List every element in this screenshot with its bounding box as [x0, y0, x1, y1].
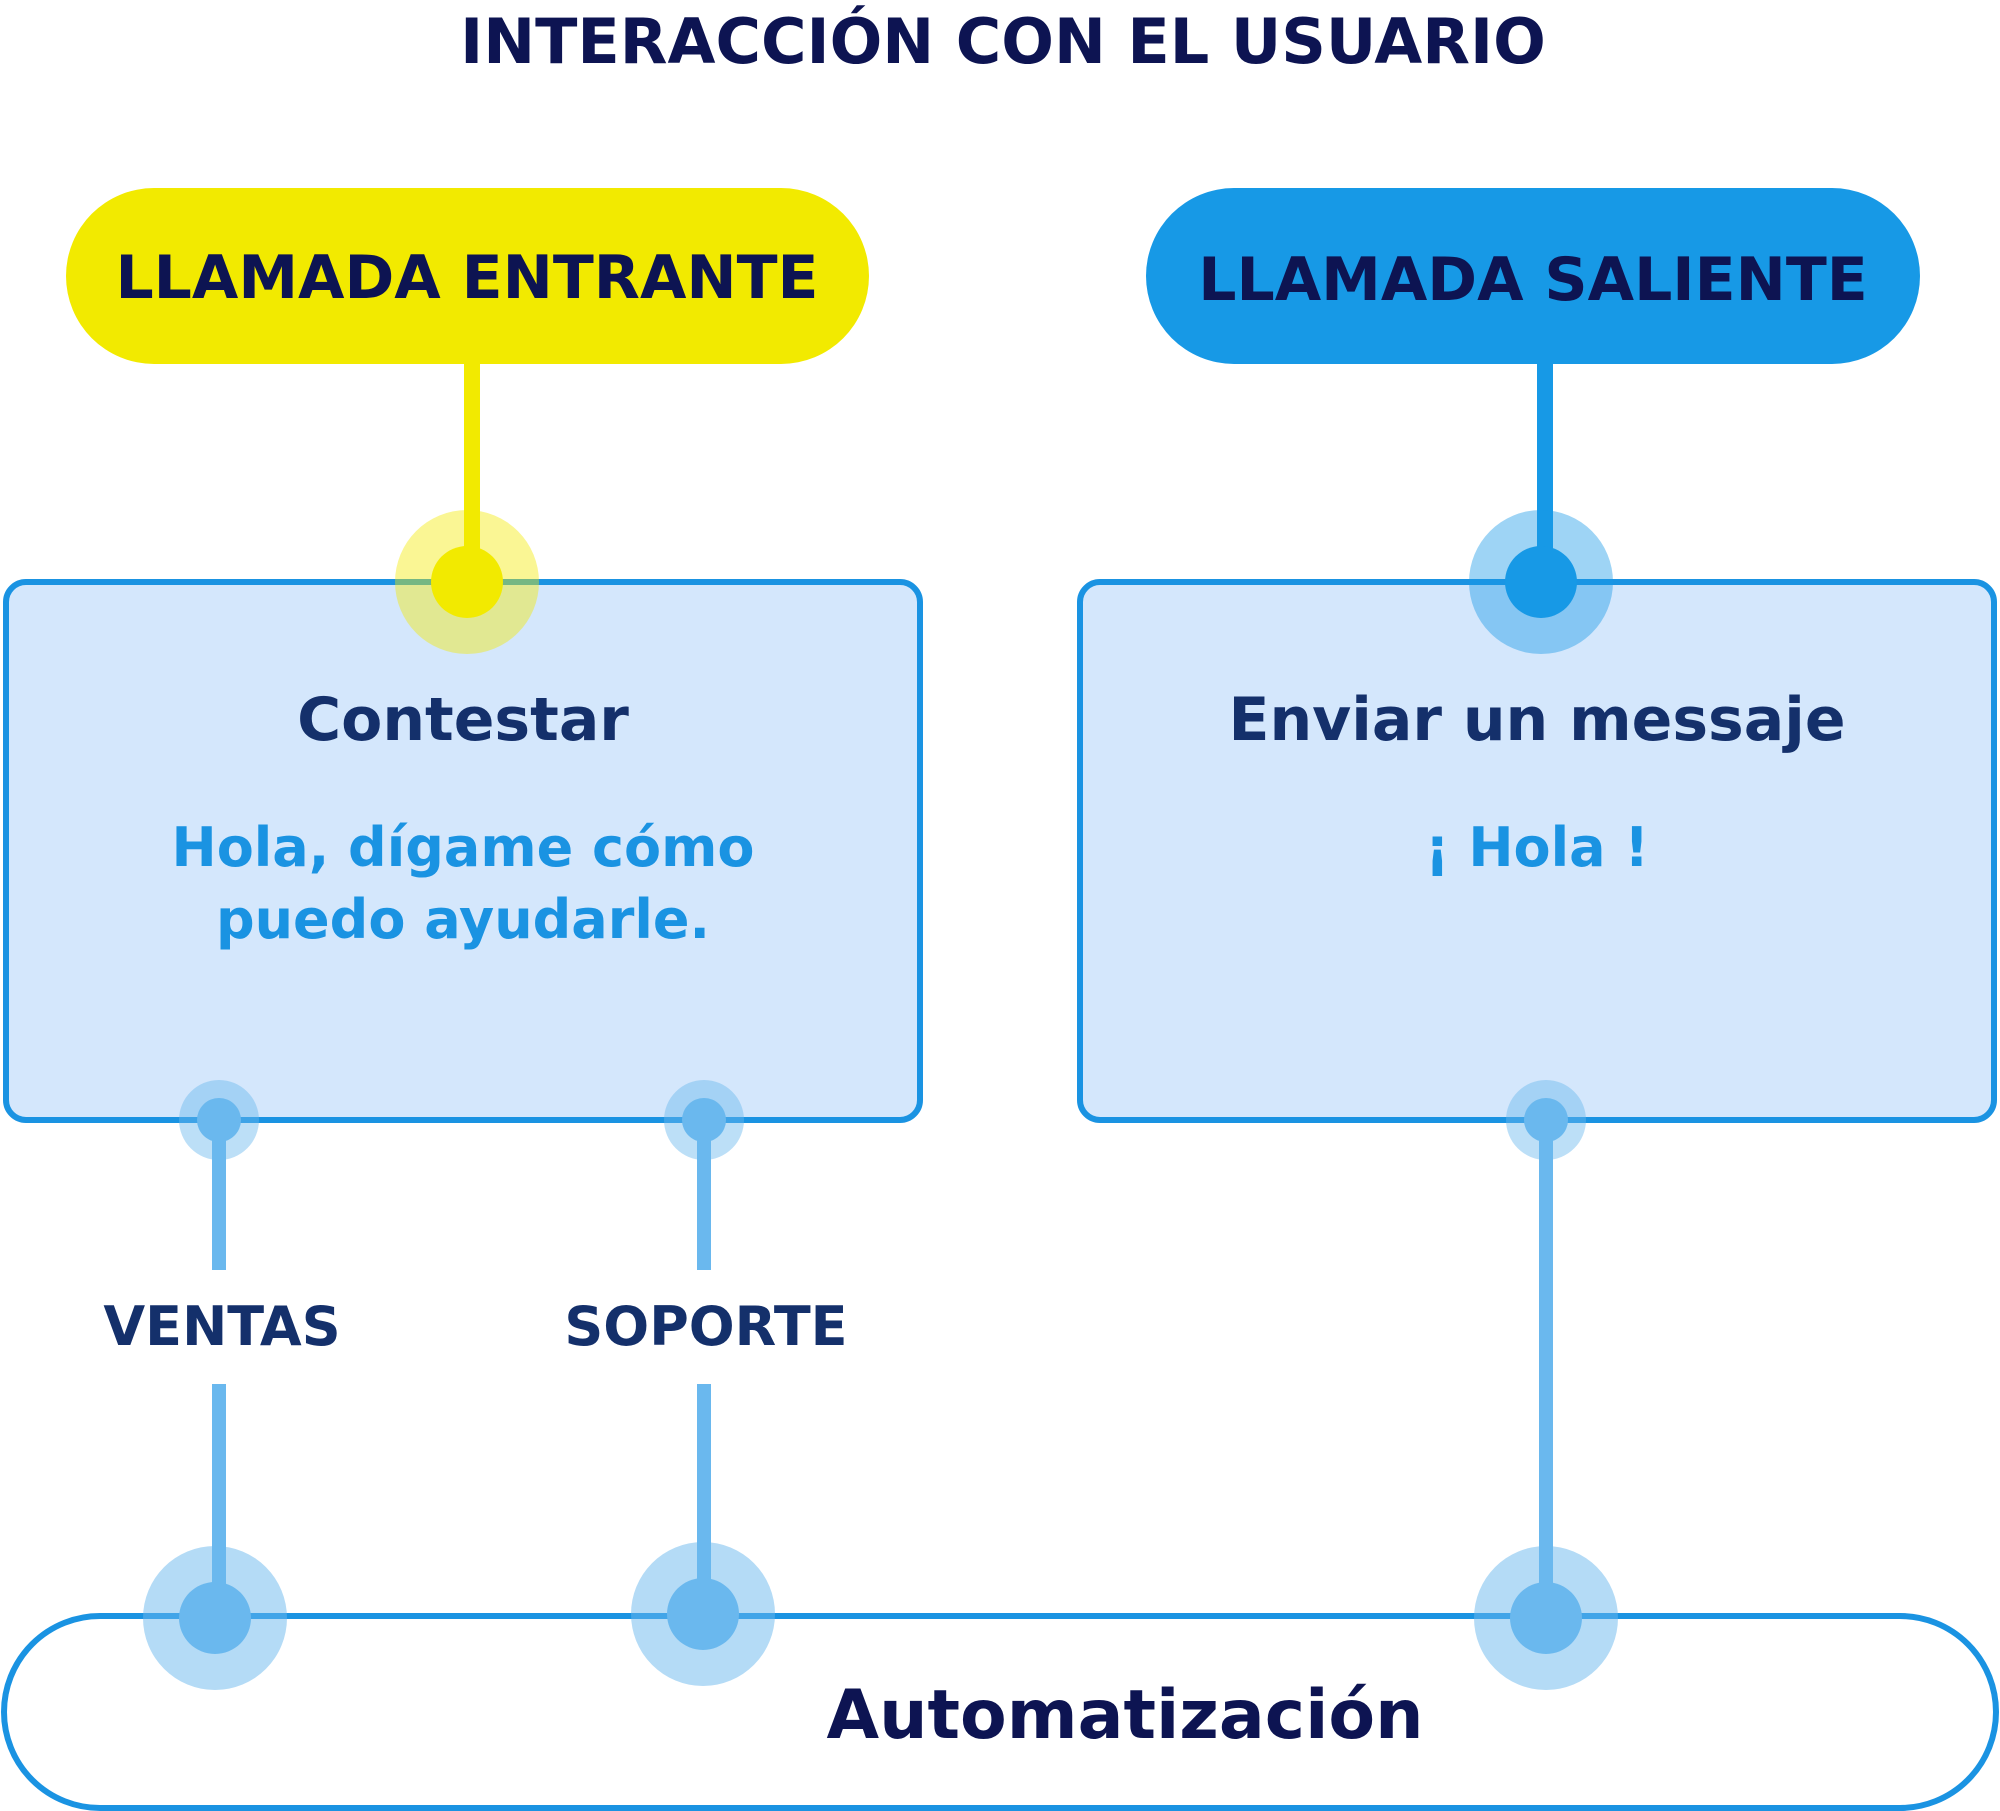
answer-heading: Contestar — [297, 685, 629, 755]
automation-message-node — [1510, 1582, 1582, 1654]
outgoing-connector-line — [1537, 364, 1553, 582]
send-message-node — [1505, 546, 1577, 618]
incoming-call-pill — [66, 188, 869, 364]
automation-support-node — [667, 1578, 739, 1650]
send-message-connector — [1539, 1120, 1553, 1620]
outgoing-call-pill — [1146, 188, 1920, 364]
incoming-call-label: LLAMADA ENTRANTE — [115, 243, 818, 313]
branch-sales-label: VENTAS — [103, 1295, 340, 1358]
answer-message-line-1: Hola, dígame cómo — [172, 816, 755, 879]
automation-label: Automatización — [826, 1676, 1423, 1755]
answer-node — [431, 546, 503, 618]
sales-box-node — [197, 1098, 241, 1142]
send-message-text: ¡ Hola ! — [1425, 816, 1649, 879]
branch-support-label: SOPORTE — [564, 1295, 847, 1358]
outgoing-call-label: LLAMADA SALIENTE — [1198, 245, 1868, 315]
support-box-node — [682, 1098, 726, 1142]
sales-connector-upper — [212, 1120, 226, 1270]
automation-sales-node — [179, 1582, 251, 1654]
send-message-heading: Enviar un messaje — [1228, 685, 1845, 755]
diagram-title: INTERACCIÓN CON EL USUARIO — [460, 5, 1546, 78]
support-connector-upper — [697, 1120, 711, 1270]
incoming-connector-line — [464, 364, 480, 582]
send-message-box-node — [1524, 1098, 1568, 1142]
answer-message-line-2: puedo ayudarle. — [216, 888, 710, 951]
